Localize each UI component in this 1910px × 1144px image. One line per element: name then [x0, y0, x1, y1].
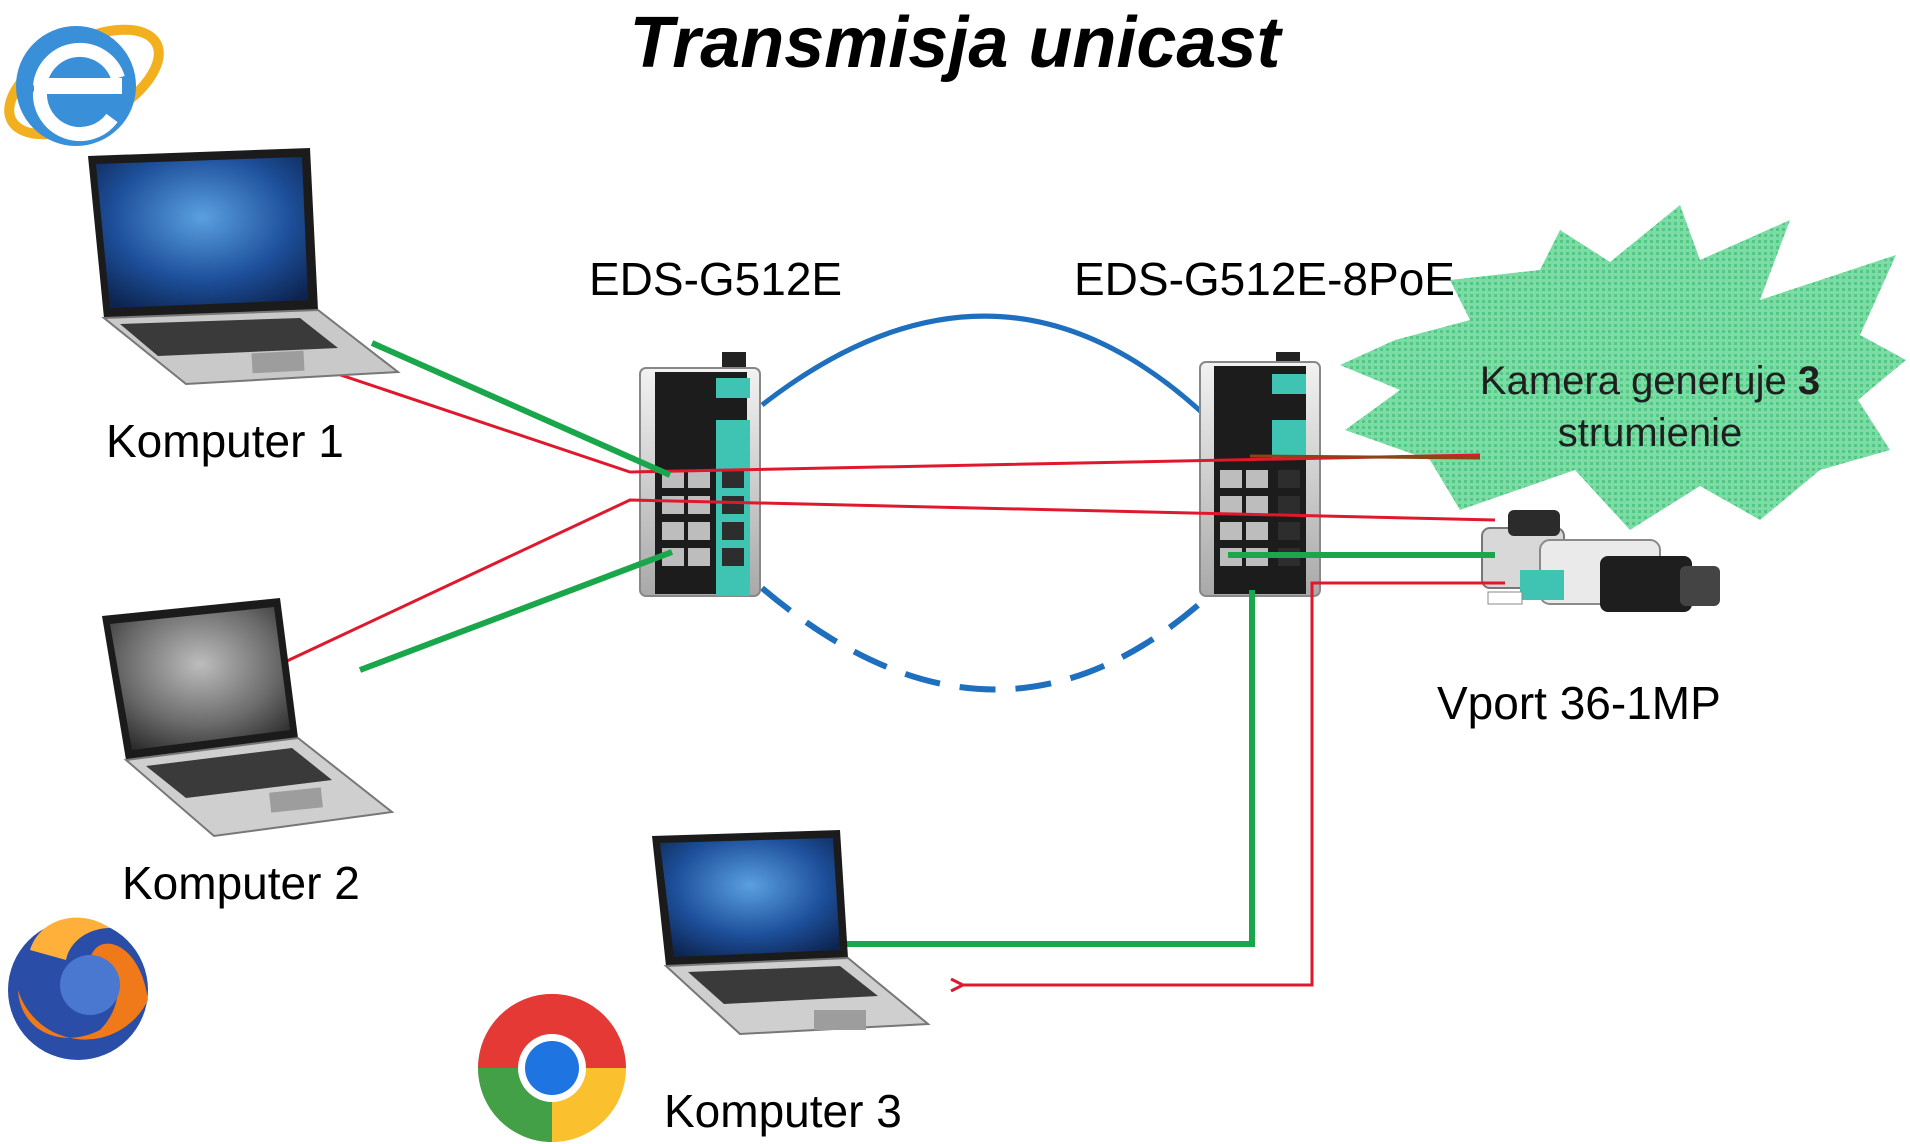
camera-label: Vport 36-1MP: [1437, 677, 1721, 729]
callout-text: Kamera generuje 3 strumienie: [1420, 355, 1880, 459]
page-title: Transmisja unicast: [629, 3, 1281, 83]
callout-text-before: Kamera generuje: [1479, 359, 1798, 403]
stream-to-komputer-3: [962, 581, 1505, 985]
switch-left: [639, 352, 761, 597]
camera: [1481, 510, 1720, 612]
link-komputer-3: [812, 590, 1255, 947]
callout-count: 3: [1797, 359, 1821, 403]
ring-link-solid: [760, 313, 1212, 422]
ring-link-dashed: [760, 585, 1218, 693]
computer-3-label: Komputer 3: [664, 1085, 902, 1137]
firefox-icon: [8, 917, 148, 1060]
internet-explorer-icon: [4, 24, 164, 146]
switch-left-label: EDS-G512E: [589, 253, 843, 305]
stream-lead: [1249, 454, 1481, 460]
computer-1-label: Komputer 1: [106, 415, 344, 467]
switch-right-label: EDS-G512E-8PoE: [1074, 253, 1455, 305]
switch-right: [1199, 352, 1321, 597]
callout-text-after: strumienie: [1557, 411, 1743, 455]
laptop-komputer-2: [102, 598, 395, 838]
stream-to-komputer-2: [272, 498, 1496, 668]
link-komputer-2: [358, 549, 674, 673]
stream-to-komputer-1: [290, 358, 1481, 474]
laptop-komputer-3: [652, 830, 931, 1036]
callout-starburst: [1340, 205, 1906, 530]
chrome-icon: [478, 994, 626, 1142]
link-komputer-1: [370, 340, 672, 478]
laptop-komputer-1: [88, 148, 401, 386]
computer-2-label: Komputer 2: [122, 857, 360, 909]
